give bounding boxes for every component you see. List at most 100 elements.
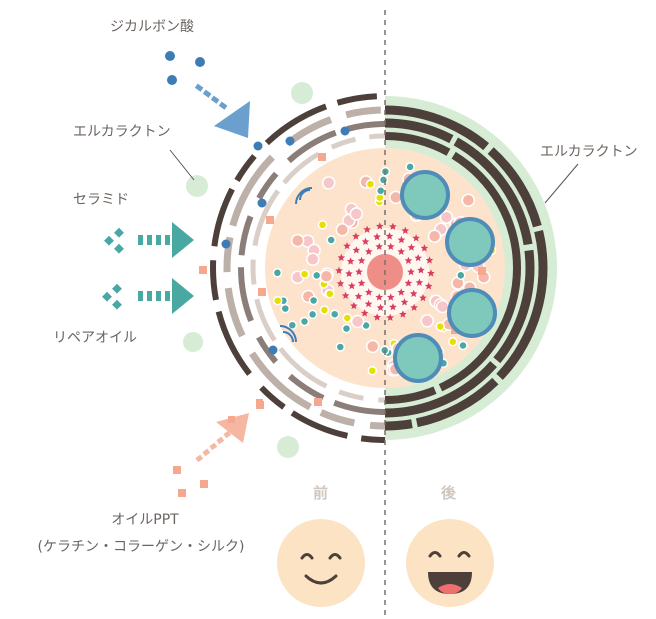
star-particle — [425, 256, 434, 264]
star-particle — [397, 247, 405, 255]
wave-icon — [279, 325, 297, 343]
star-particle — [400, 298, 409, 306]
star-particle — [419, 294, 427, 302]
star-particle — [345, 269, 353, 277]
cortex-particle — [326, 235, 336, 245]
star-particle — [343, 242, 351, 250]
repair-cell — [445, 217, 495, 267]
star-particle — [375, 293, 383, 301]
star-particle — [365, 247, 373, 255]
star-particle — [365, 288, 373, 296]
cortex-particle — [321, 176, 336, 190]
star-particle — [407, 243, 416, 251]
cortex-particle — [365, 179, 376, 189]
carbonic-acid-arrow — [194, 83, 250, 138]
star-particle — [404, 279, 413, 287]
cortex-particle — [367, 365, 378, 376]
after-face — [406, 519, 494, 607]
star-particle — [361, 237, 370, 245]
cortex-particle — [365, 339, 380, 354]
star-particle — [354, 292, 363, 300]
ceramide-label: セラミド — [73, 192, 129, 208]
cuticle-after-mid — [385, 118, 535, 418]
cortex-particle — [350, 314, 365, 329]
star-particle — [397, 288, 405, 296]
cortex-particle — [290, 233, 305, 248]
star-particle — [337, 253, 346, 261]
star-particle — [373, 232, 381, 241]
star-particle — [363, 225, 371, 233]
star-particle — [389, 222, 397, 230]
star-particle — [357, 279, 366, 287]
cuticle-after-inner — [385, 132, 521, 404]
cortex-particle — [458, 340, 468, 351]
cortex-particle — [317, 220, 328, 230]
star-particle — [336, 279, 345, 287]
cortex-particle — [329, 309, 340, 319]
cuticle-before-mid — [238, 121, 385, 415]
cortex-particle — [378, 175, 389, 185]
star-particle — [386, 313, 394, 321]
cortex-particle — [311, 270, 322, 281]
elcaracton-particle — [183, 332, 203, 352]
star-particle — [375, 242, 383, 250]
star-particle — [401, 226, 410, 234]
elcaracton-particle — [277, 436, 299, 458]
elcaracton-particle — [291, 82, 313, 104]
cortex-particle — [427, 229, 442, 243]
star-particle — [387, 242, 395, 250]
cuticle-before-inner — [250, 133, 385, 403]
cortex-particle — [435, 299, 450, 314]
star-particle — [389, 303, 397, 311]
star-particle — [335, 266, 343, 274]
star-particle — [385, 232, 394, 240]
star-particle — [376, 303, 385, 311]
elcaracton-particle — [186, 175, 208, 197]
star-particle — [360, 309, 369, 317]
star-particle — [412, 234, 420, 242]
star-particle — [414, 254, 422, 262]
repair-cell — [393, 333, 443, 383]
star-particle — [346, 257, 355, 265]
before-face — [277, 519, 365, 607]
cortex-particle — [272, 268, 283, 278]
oil-ppt-particle — [258, 288, 266, 296]
star-particle — [357, 256, 366, 264]
after-label: 後 — [441, 484, 457, 502]
oil-ppt-arrow — [173, 399, 263, 497]
cortex-particle — [319, 269, 334, 284]
star-particle — [415, 278, 424, 286]
cortex-particle — [341, 323, 352, 334]
cortex-particle — [287, 320, 298, 330]
ceramide-arrow — [104, 222, 194, 258]
cortex-particle — [456, 270, 466, 281]
cortex-particle — [439, 210, 454, 224]
cortex-particle — [448, 336, 458, 347]
star-particle — [427, 269, 435, 277]
star-particle — [387, 293, 395, 301]
medulla-stars — [335, 222, 435, 321]
oil-ppt-label: オイルPPT — [111, 512, 179, 528]
cuticle-before-outer — [210, 93, 385, 443]
oil-ppt-particle — [199, 266, 207, 274]
star-particle — [350, 301, 358, 310]
star-particle — [417, 266, 425, 274]
cortex-particle — [420, 314, 434, 328]
cortex-particle — [306, 252, 320, 267]
smile — [304, 574, 338, 585]
cortex-particle — [308, 295, 319, 306]
cortex-particle — [299, 269, 310, 279]
repair-oil-arrow — [102, 278, 194, 314]
carbonic-acid-label: ジカルボン酸 — [110, 19, 194, 35]
oil-ppt-particle — [318, 153, 326, 161]
cortex-particle — [307, 309, 318, 320]
star-particle — [373, 313, 381, 321]
oil-ppt-particle — [266, 216, 274, 224]
cortex-particle — [342, 313, 353, 323]
repair-oil-label: リペアオイル — [53, 330, 137, 346]
cortex-particle — [335, 342, 346, 352]
cuticle-before-light — [223, 106, 385, 430]
oil-ppt-particle — [478, 267, 486, 275]
